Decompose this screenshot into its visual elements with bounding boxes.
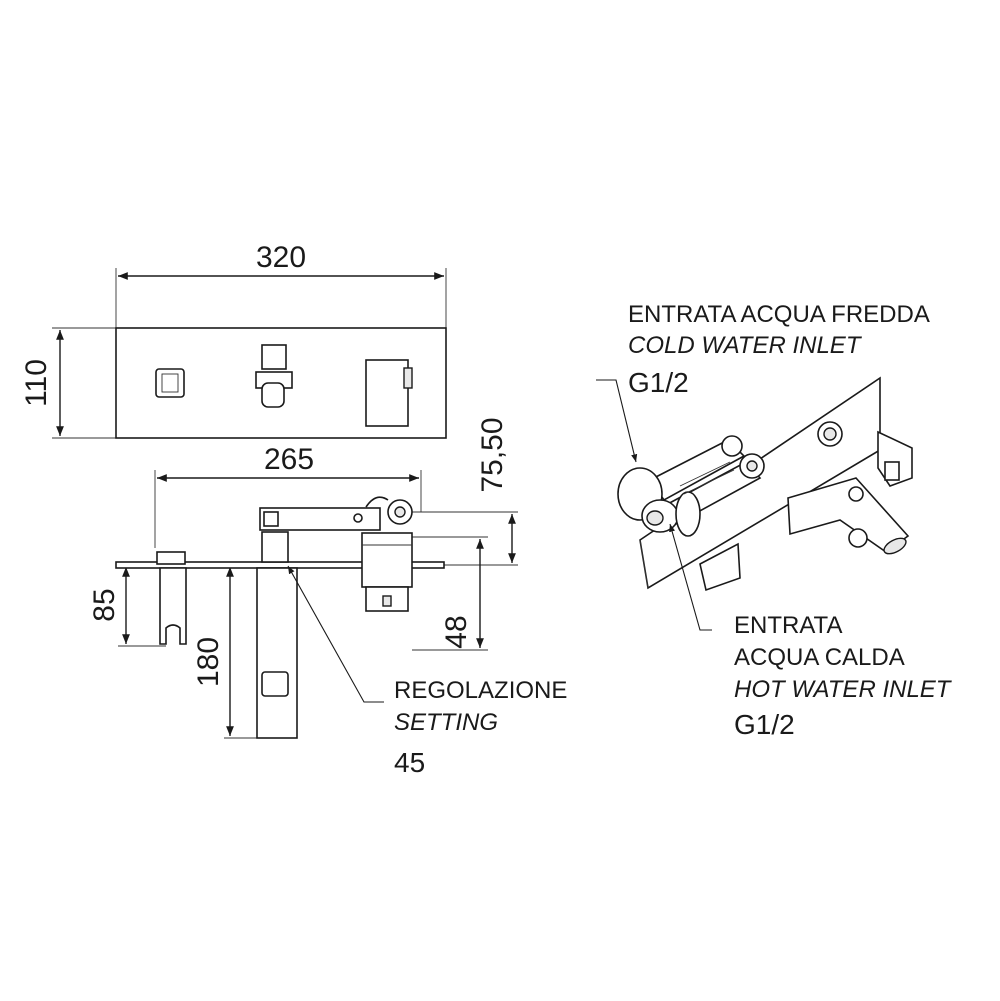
dim-plate-width: 320 <box>256 241 306 274</box>
dim-projection: 265 <box>264 443 314 476</box>
hot-inlet-label: ENTRATA ACQUA CALDA HOT WATER INLET G1/2 <box>734 612 953 740</box>
spout-arm <box>259 507 381 531</box>
dim-body: 180 <box>192 637 225 687</box>
hot-inlet-thread: G1/2 <box>734 709 795 740</box>
setting-value: 45 <box>394 747 425 778</box>
cold-inlet-thread: G1/2 <box>628 367 689 398</box>
leader-hot <box>669 523 712 631</box>
leader-cold <box>596 379 638 463</box>
mixer-lever <box>365 359 409 427</box>
diverter-knob <box>155 368 185 398</box>
shower-holder <box>261 344 287 370</box>
setting-it: REGOLAZIONE <box>394 677 567 704</box>
isometric-view <box>617 376 913 592</box>
front-view: 320 110 <box>20 241 447 439</box>
setting-label: REGOLAZIONE SETTING 45 <box>394 677 567 778</box>
dim-handle-offset: 75,50 <box>476 417 509 492</box>
shower-hook <box>159 567 187 645</box>
dim-plate-height: 110 <box>20 359 53 407</box>
dim-cartridge: 48 <box>440 615 473 648</box>
hot-inlet-it-2: ACQUA CALDA <box>734 644 905 671</box>
leader-setting <box>287 565 384 703</box>
cartridge-body <box>361 532 413 588</box>
spout-body <box>256 567 298 739</box>
cold-inlet-label: ENTRATA ACQUA FREDDA COLD WATER INLET G1… <box>628 301 930 398</box>
side-view: 265 75,50 48 85 180 <box>88 417 518 739</box>
cold-inlet-it: ENTRATA ACQUA FREDDA <box>628 301 930 328</box>
setting-en: SETTING <box>394 709 498 736</box>
hot-inlet-it-1: ENTRATA <box>734 612 842 639</box>
dim-holder: 85 <box>88 588 121 621</box>
cold-inlet-en: COLD WATER INLET <box>628 332 863 359</box>
hot-inlet-en: HOT WATER INLET <box>734 676 953 703</box>
